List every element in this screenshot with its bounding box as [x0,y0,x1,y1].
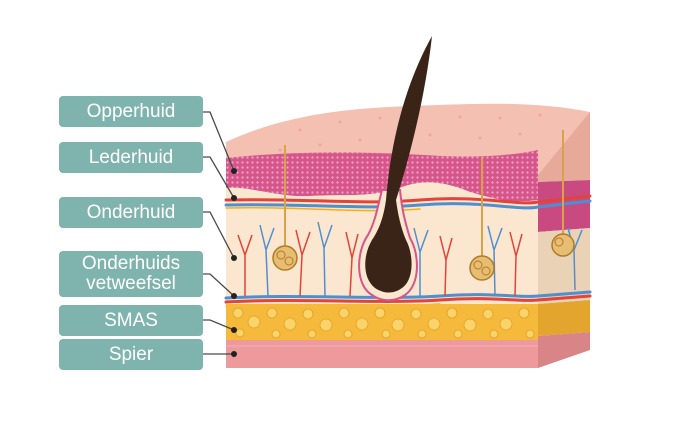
label-lederhuid: Lederhuid [59,142,203,173]
hair-follicle [358,36,432,302]
label-vetweefsel-line1: Onderhuids [81,253,181,274]
label-opperhuid: Opperhuid [59,96,203,127]
label-onderhuid-text: Onderhuid [86,201,176,223]
label-smas-text: SMAS [104,309,158,331]
label-vetweefsel-line2: vetweefsel [86,273,176,294]
label-onderhuids-vetweefsel: Onderhuids vetweefsel [59,251,203,297]
label-spier: Spier [59,339,203,370]
label-spier-text: Spier [108,343,154,365]
capillaries [237,221,583,297]
leader-dots [231,168,237,357]
dermis-texture [226,150,538,202]
label-opperhuid-text: Opperhuid [86,100,176,122]
label-smas: SMAS [59,305,203,336]
sweat-glands [272,130,575,281]
fat-cells [232,307,535,339]
label-onderhuid: Onderhuid [59,197,203,228]
block-side-face [538,110,590,368]
muscle-layer [226,340,538,368]
epidermis-pores [278,113,542,152]
leader-lines [203,111,235,355]
label-lederhuid-text: Lederhuid [88,146,174,168]
